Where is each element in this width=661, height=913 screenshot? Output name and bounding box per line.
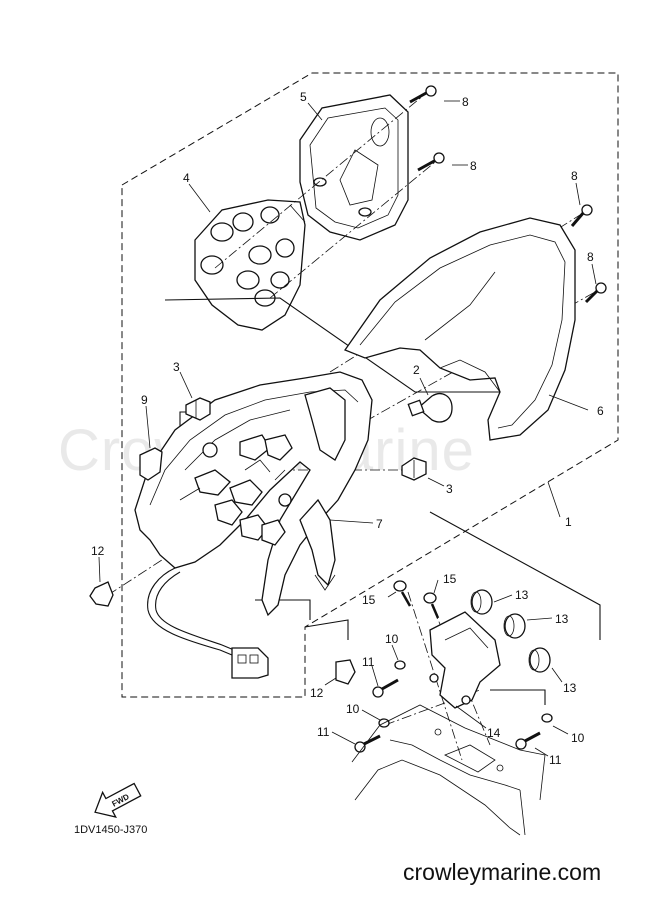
part-bulb-2[interactable]: [407, 393, 453, 423]
part-damper-13b[interactable]: [503, 613, 526, 639]
part-bolt-15b[interactable]: [423, 592, 440, 619]
callout-15a: 15: [362, 593, 376, 607]
callout-10b: 10: [346, 702, 360, 716]
callout-4: 4: [183, 171, 190, 185]
part-tail-cover-6[interactable]: [343, 217, 576, 441]
part-screw-11c[interactable]: [515, 731, 541, 750]
callout-8b: 8: [470, 159, 477, 173]
callout-leaders: [98, 100, 597, 757]
callout-1: 1: [565, 515, 572, 529]
callout-8a: 8: [462, 95, 469, 109]
part-damper-13c[interactable]: [528, 647, 551, 673]
part-washer-10c[interactable]: [541, 713, 553, 723]
callout-12a: 12: [91, 544, 105, 558]
part-damper-13a[interactable]: [470, 589, 493, 615]
part-reflector-board-4[interactable]: [194, 199, 306, 331]
callout-6: 6: [597, 404, 604, 418]
callout-3b: 3: [446, 482, 453, 496]
callout-13c: 13: [563, 681, 577, 695]
assembly-boundary: [121, 72, 619, 698]
part-bolt-15a[interactable]: [393, 580, 412, 607]
callout-3a: 3: [173, 360, 180, 374]
part-wire-harness[interactable]: [147, 567, 269, 679]
callout-8c: 8: [571, 169, 578, 183]
part-clip-12b[interactable]: [335, 659, 356, 685]
callout-14: 14: [487, 726, 501, 740]
part-washer-10a[interactable]: [394, 660, 406, 670]
part-screw-8a[interactable]: [409, 85, 437, 104]
callout-15b: 15: [443, 572, 457, 586]
part-small-bulb-3b[interactable]: [401, 457, 427, 481]
site-label[interactable]: crowleymarine.com: [403, 859, 601, 885]
callout-labels: 5 4 8 8 8 8 6 2 3 3 9 7 1 12 12 13 13 13…: [91, 90, 604, 767]
callout-8d: 8: [587, 250, 594, 264]
frame-rail: [351, 704, 546, 836]
diagram-code: 1DV1450-J370: [74, 824, 147, 836]
fwd-arrow-icon: FWD: [94, 782, 142, 819]
callout-10c: 10: [571, 731, 585, 745]
callout-12b: 12: [310, 686, 324, 700]
callout-7: 7: [376, 517, 383, 531]
callout-2: 2: [413, 363, 420, 377]
part-screw-11a[interactable]: [372, 678, 399, 698]
callout-9: 9: [141, 393, 148, 407]
part-reflector-9[interactable]: [139, 447, 163, 481]
part-screw-8b[interactable]: [417, 152, 445, 172]
callout-11b: 11: [317, 725, 330, 739]
callout-11c: 11: [549, 753, 562, 767]
part-taillight-housing-1[interactable]: [134, 371, 373, 617]
part-clip-12a[interactable]: [89, 581, 114, 607]
part-small-bulb-3a[interactable]: [185, 397, 211, 421]
callout-11a: 11: [362, 655, 375, 669]
callout-13a: 13: [515, 588, 529, 602]
callout-13b: 13: [555, 612, 569, 626]
part-screw-8d[interactable]: [584, 282, 607, 304]
callout-5: 5: [300, 90, 307, 104]
part-screw-11b[interactable]: [354, 734, 381, 753]
part-lens-5[interactable]: [299, 94, 409, 241]
part-bracket-14[interactable]: [429, 611, 501, 709]
callout-10a: 10: [385, 632, 399, 646]
bracket-lines: [164, 297, 601, 705]
part-screw-8c[interactable]: [570, 204, 593, 227]
